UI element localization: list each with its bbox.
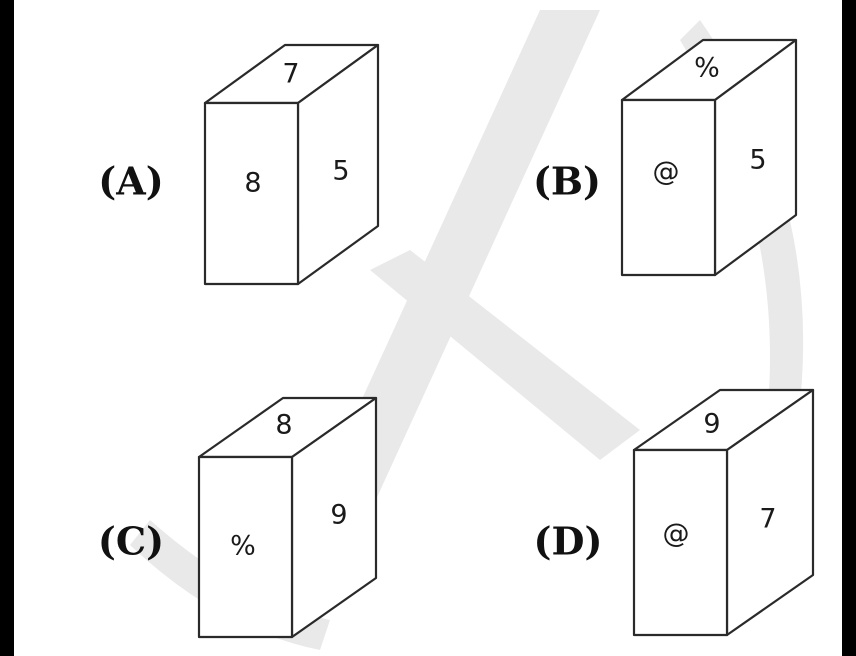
cube-top-label: % (694, 53, 720, 84)
option-c: (C) 8 % 9 (98, 396, 378, 639)
option-a: (A) 7 8 5 (98, 43, 380, 286)
cube-front-label: @ (653, 157, 680, 188)
cube-top-label: 7 (282, 59, 299, 90)
option-label: (C) (98, 519, 164, 564)
cube-front-label: % (230, 531, 256, 562)
cube-side-label: 5 (332, 156, 349, 187)
cube-front-face (620, 98, 717, 277)
option-label: (D) (534, 519, 603, 564)
cube-front-label: @ (663, 519, 690, 550)
option-d: (D) 9 @ 7 (534, 388, 815, 637)
cube-front-face (197, 455, 294, 639)
cube-side-label: 5 (749, 145, 766, 176)
cube-top-label: 8 (275, 410, 292, 441)
cube-front-face (203, 101, 300, 286)
option-label: (B) (533, 159, 601, 204)
option-label: (A) (98, 159, 163, 204)
cube-front-label: 8 (244, 168, 261, 199)
option-b: (B) % @ 5 (533, 38, 798, 277)
cube-side-label: 9 (330, 500, 347, 531)
cube-front-face (632, 448, 729, 637)
cube-top-label: 9 (703, 409, 720, 440)
cube-side-label: 7 (759, 504, 776, 535)
